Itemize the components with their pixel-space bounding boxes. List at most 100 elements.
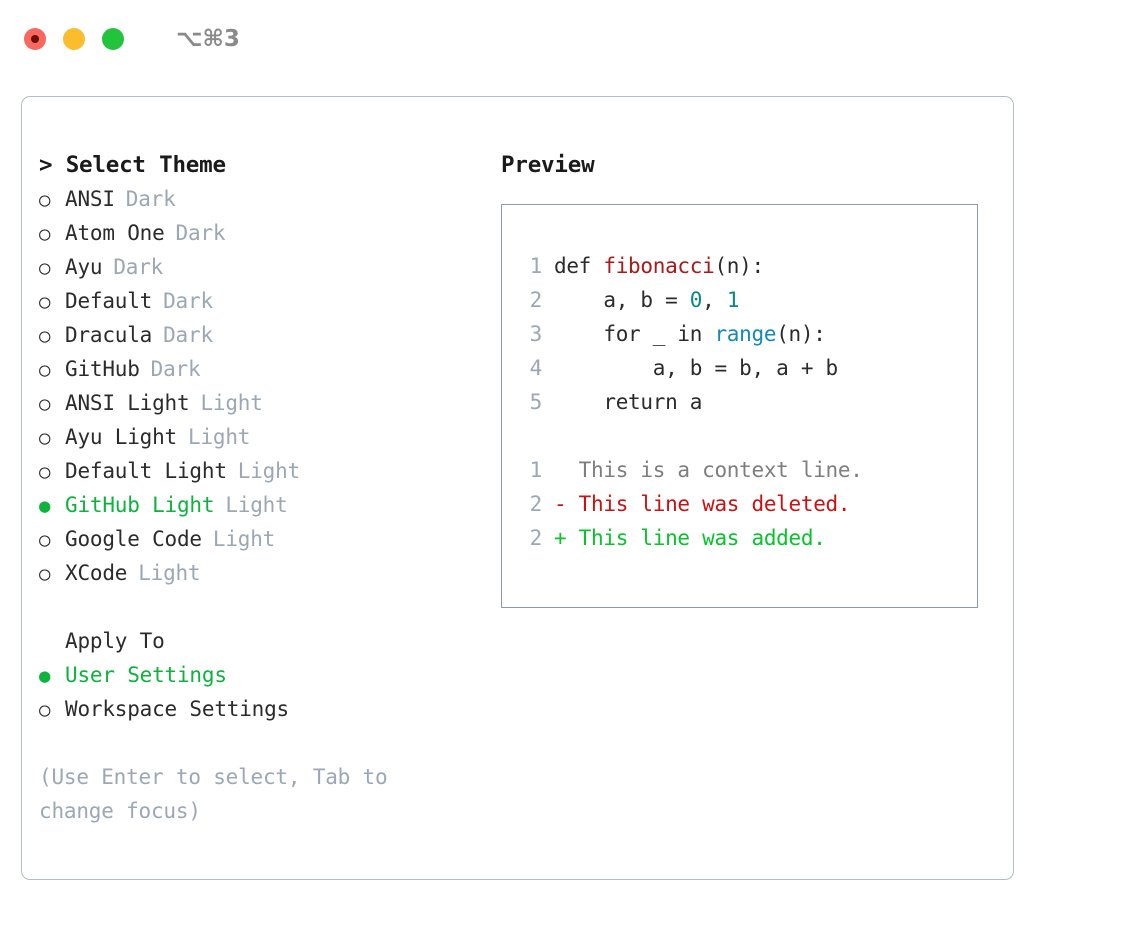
diff-line-number: 2 [529, 492, 543, 516]
theme-option-label: Default [65, 289, 153, 313]
code-line: 4 a, b = b, a + b [516, 351, 977, 385]
theme-option-tag: Dark [175, 221, 226, 245]
theme-option-tag: Dark [113, 255, 164, 279]
theme-option-tag: Dark [125, 187, 176, 211]
theme-option-tag: Light [225, 493, 288, 517]
theme-option-default[interactable]: ○ Default Dark [39, 284, 479, 318]
radio-unselected-icon: ○ [39, 291, 51, 313]
diff-line-ctx: 1 This is a context line. [516, 453, 977, 487]
apply-to-option-list[interactable]: ● User Settings ○Workspace Settings [39, 658, 479, 726]
theme-option-tag: Light [212, 527, 276, 551]
radio-unselected-icon: ○ [39, 359, 51, 381]
code-token-num: 0 [689, 288, 703, 312]
spacer [39, 590, 479, 624]
diff-line-number: 1 [529, 458, 543, 482]
theme-option-google-code[interactable]: ○ Google Code Light [39, 522, 479, 556]
diff-line-del: 2- This line was deleted. [516, 487, 977, 521]
apply-to-heading: Apply To [39, 624, 479, 658]
radio-selected-icon: ● [39, 495, 51, 517]
theme-option-github-light[interactable]: ● GitHub Light Light [39, 488, 479, 522]
code-line-number: 1 [529, 254, 543, 278]
theme-option-tag: Dark [150, 357, 201, 381]
diff-line-add: 2 + This line was added. [516, 521, 977, 555]
code-line-number: 4 [529, 356, 543, 380]
theme-option-tag: Light [188, 425, 251, 449]
code-line-number: 5 [529, 390, 543, 414]
diff-sign: + [554, 526, 567, 550]
radio-selected-icon: ● [39, 665, 51, 687]
theme-option-label: Google Code [65, 527, 202, 551]
theme-option-label: Atom One [65, 221, 165, 245]
code-token-plain: def [554, 254, 604, 278]
theme-option-ansi[interactable]: ○ ANSI Dark [39, 182, 479, 216]
theme-option-label: Default Light [65, 459, 227, 483]
maximize-button[interactable] [102, 28, 124, 50]
diff-text: This line was added. [566, 526, 826, 550]
apply-to-label: Apply To [65, 629, 165, 653]
code-token-fn: fibonacci [603, 254, 715, 278]
theme-option-ayu-light[interactable]: ○ Ayu Light Light [39, 420, 479, 454]
code-token-call: range [714, 322, 777, 346]
theme-option-label: GitHub Light [65, 493, 215, 517]
code-line: 2 a, b = 0, 1 [516, 283, 977, 317]
radio-unselected-icon: ○ [39, 563, 51, 585]
diff-text: This line was deleted. [566, 492, 851, 516]
code-diff-spacer [516, 419, 977, 453]
code-token-plain: a, b = b, a + b [554, 356, 838, 380]
preview-title: Preview [501, 152, 595, 178]
diff-line-number: 2 [529, 526, 543, 550]
code-line: 3 for _ in range(n): [516, 317, 977, 351]
theme-option-github[interactable]: ○ GitHub Dark [39, 352, 479, 386]
theme-option-xcode[interactable]: ○ XCode Light [39, 556, 479, 590]
code-token-plain: (n): [776, 322, 826, 346]
radio-unselected-icon: ○ [39, 529, 51, 551]
theme-option-label: GitHub [65, 357, 140, 381]
radio-unselected-icon: ○ [39, 699, 51, 721]
theme-option-label: Ayu Light [65, 425, 177, 449]
theme-option-label: XCode [65, 561, 128, 585]
keyboard-hint: (Use Enter to select, Tab to change focu… [39, 765, 388, 823]
theme-option-label: ANSI [65, 187, 115, 211]
title-bar: ⌥⌘3 [0, 0, 1140, 78]
code-token-plain: for _ in [554, 322, 715, 346]
theme-option-tag: Light [138, 561, 201, 585]
radio-unselected-icon: ○ [39, 257, 51, 279]
radio-unselected-icon: ○ [39, 461, 51, 483]
code-token-plain: , [702, 288, 727, 312]
apply-to-option-label: User Settings [65, 663, 227, 687]
code-token-num: 1 [726, 288, 740, 312]
recording-indicator-icon [31, 35, 39, 43]
diff-text: This is a context line. [566, 458, 863, 482]
code-token-plain: a, b = [554, 288, 690, 312]
minimize-button[interactable] [63, 28, 85, 50]
code-token-plain: (n): [714, 254, 764, 278]
apply-to-option-user-settings[interactable]: ● User Settings [39, 658, 479, 692]
radio-unselected-icon: ○ [39, 427, 51, 449]
radio-unselected-icon: ○ [39, 223, 51, 245]
theme-option-tag: Light [237, 459, 300, 483]
code-line-number: 3 [529, 322, 543, 346]
apply-to-option-workspace-settings[interactable]: ○Workspace Settings [39, 692, 479, 726]
diff-sign: - [554, 492, 567, 516]
radio-unselected-icon: ○ [39, 189, 51, 211]
theme-option-tag: Light [200, 391, 263, 415]
code-line-number: 2 [529, 288, 543, 312]
radio-unselected-icon: ○ [39, 325, 51, 347]
theme-option-label: ANSI Light [65, 391, 190, 415]
window-title-shortcut: ⌥⌘3 [176, 26, 240, 52]
close-button[interactable] [24, 28, 46, 50]
theme-option-atom-one[interactable]: ○ Atom One Dark [39, 216, 479, 250]
code-line: 5 return a [516, 385, 977, 419]
theme-option-default-light[interactable]: ○ Default Light Light [39, 454, 479, 488]
theme-option-tag: Dark [163, 289, 213, 313]
